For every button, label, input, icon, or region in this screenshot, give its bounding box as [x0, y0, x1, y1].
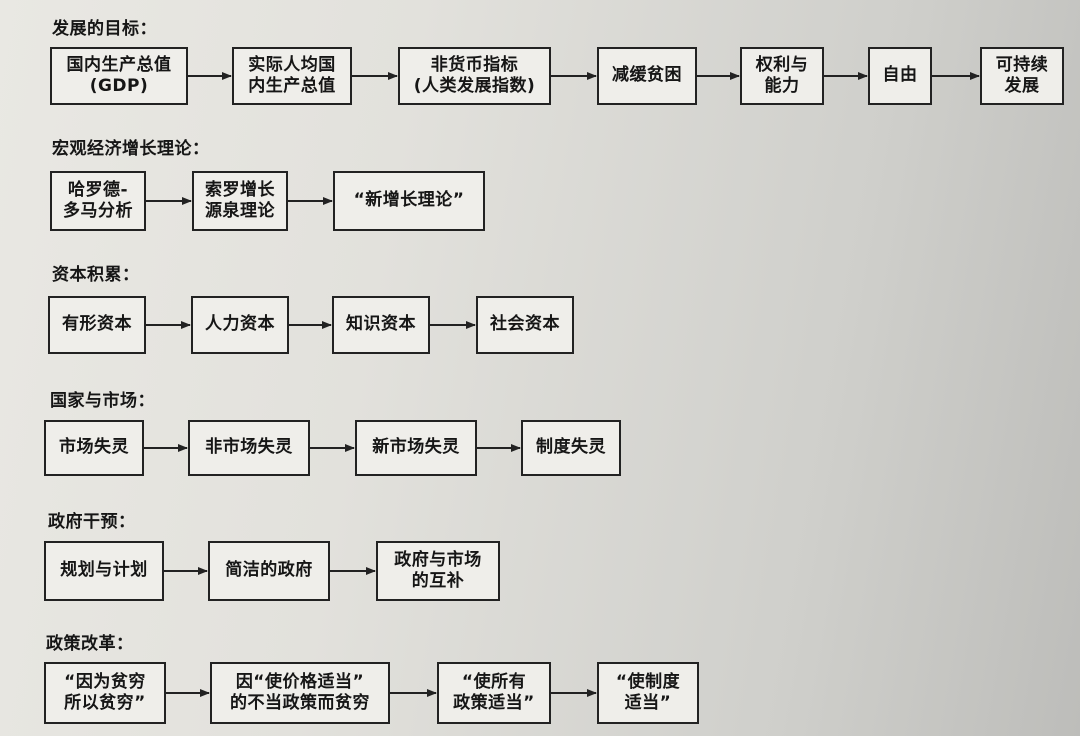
box-social-capital: 社会资本	[476, 296, 574, 354]
box-new-growth-theory: “新增长理论”	[333, 171, 485, 231]
box-non-monetary-indicators: 非货币指标 (人类发展指数)	[398, 47, 551, 105]
box-lean-government: 简洁的政府	[208, 541, 330, 601]
box-rights-and-capabilities: 权利与 能力	[740, 47, 824, 105]
box-harrod-domar: 哈罗德- 多马分析	[50, 171, 146, 231]
box-market-failure: 市场失灵	[44, 420, 144, 476]
row-title-policy-reform: 政策改革：	[46, 634, 134, 654]
box-poor-because-poor: “因为贫穷 所以贫穷”	[44, 662, 166, 724]
box-get-institutions-right: “使制度 适当”	[597, 662, 699, 724]
row-title-capital-accumulation: 资本积累：	[52, 265, 140, 285]
box-new-market-failure: 新市场失灵	[355, 420, 477, 476]
row-title-development-goals: 发展的目标：	[52, 19, 157, 39]
box-institutional-failure: 制度失灵	[521, 420, 621, 476]
box-government-market-complementarity: 政府与市场 的互补	[376, 541, 500, 601]
box-freedom: 自由	[868, 47, 932, 105]
box-human-capital: 人力资本	[191, 296, 289, 354]
box-real-per-capita-gdp: 实际人均国 内生产总值	[232, 47, 352, 105]
row-title-macro-growth-theory: 宏观经济增长理论：	[52, 139, 210, 159]
box-get-all-policies-right: “使所有 政策适当”	[437, 662, 551, 724]
box-poor-due-to-bad-price-policy: 因“使价格适当” 的不当政策而贫穷	[210, 662, 390, 724]
box-non-market-failure: 非市场失灵	[188, 420, 310, 476]
box-gdp: 国内生产总值 (GDP)	[50, 47, 188, 105]
box-knowledge-capital: 知识资本	[332, 296, 430, 354]
box-planning: 规划与计划	[44, 541, 164, 601]
box-physical-capital: 有形资本	[48, 296, 146, 354]
row-title-government-intervention: 政府干预：	[48, 512, 136, 532]
box-sustainable-development: 可持续 发展	[980, 47, 1064, 105]
row-title-state-and-market: 国家与市场：	[50, 391, 155, 411]
box-poverty-reduction: 减缓贫困	[597, 47, 697, 105]
box-solow-growth: 索罗增长 源泉理论	[192, 171, 288, 231]
